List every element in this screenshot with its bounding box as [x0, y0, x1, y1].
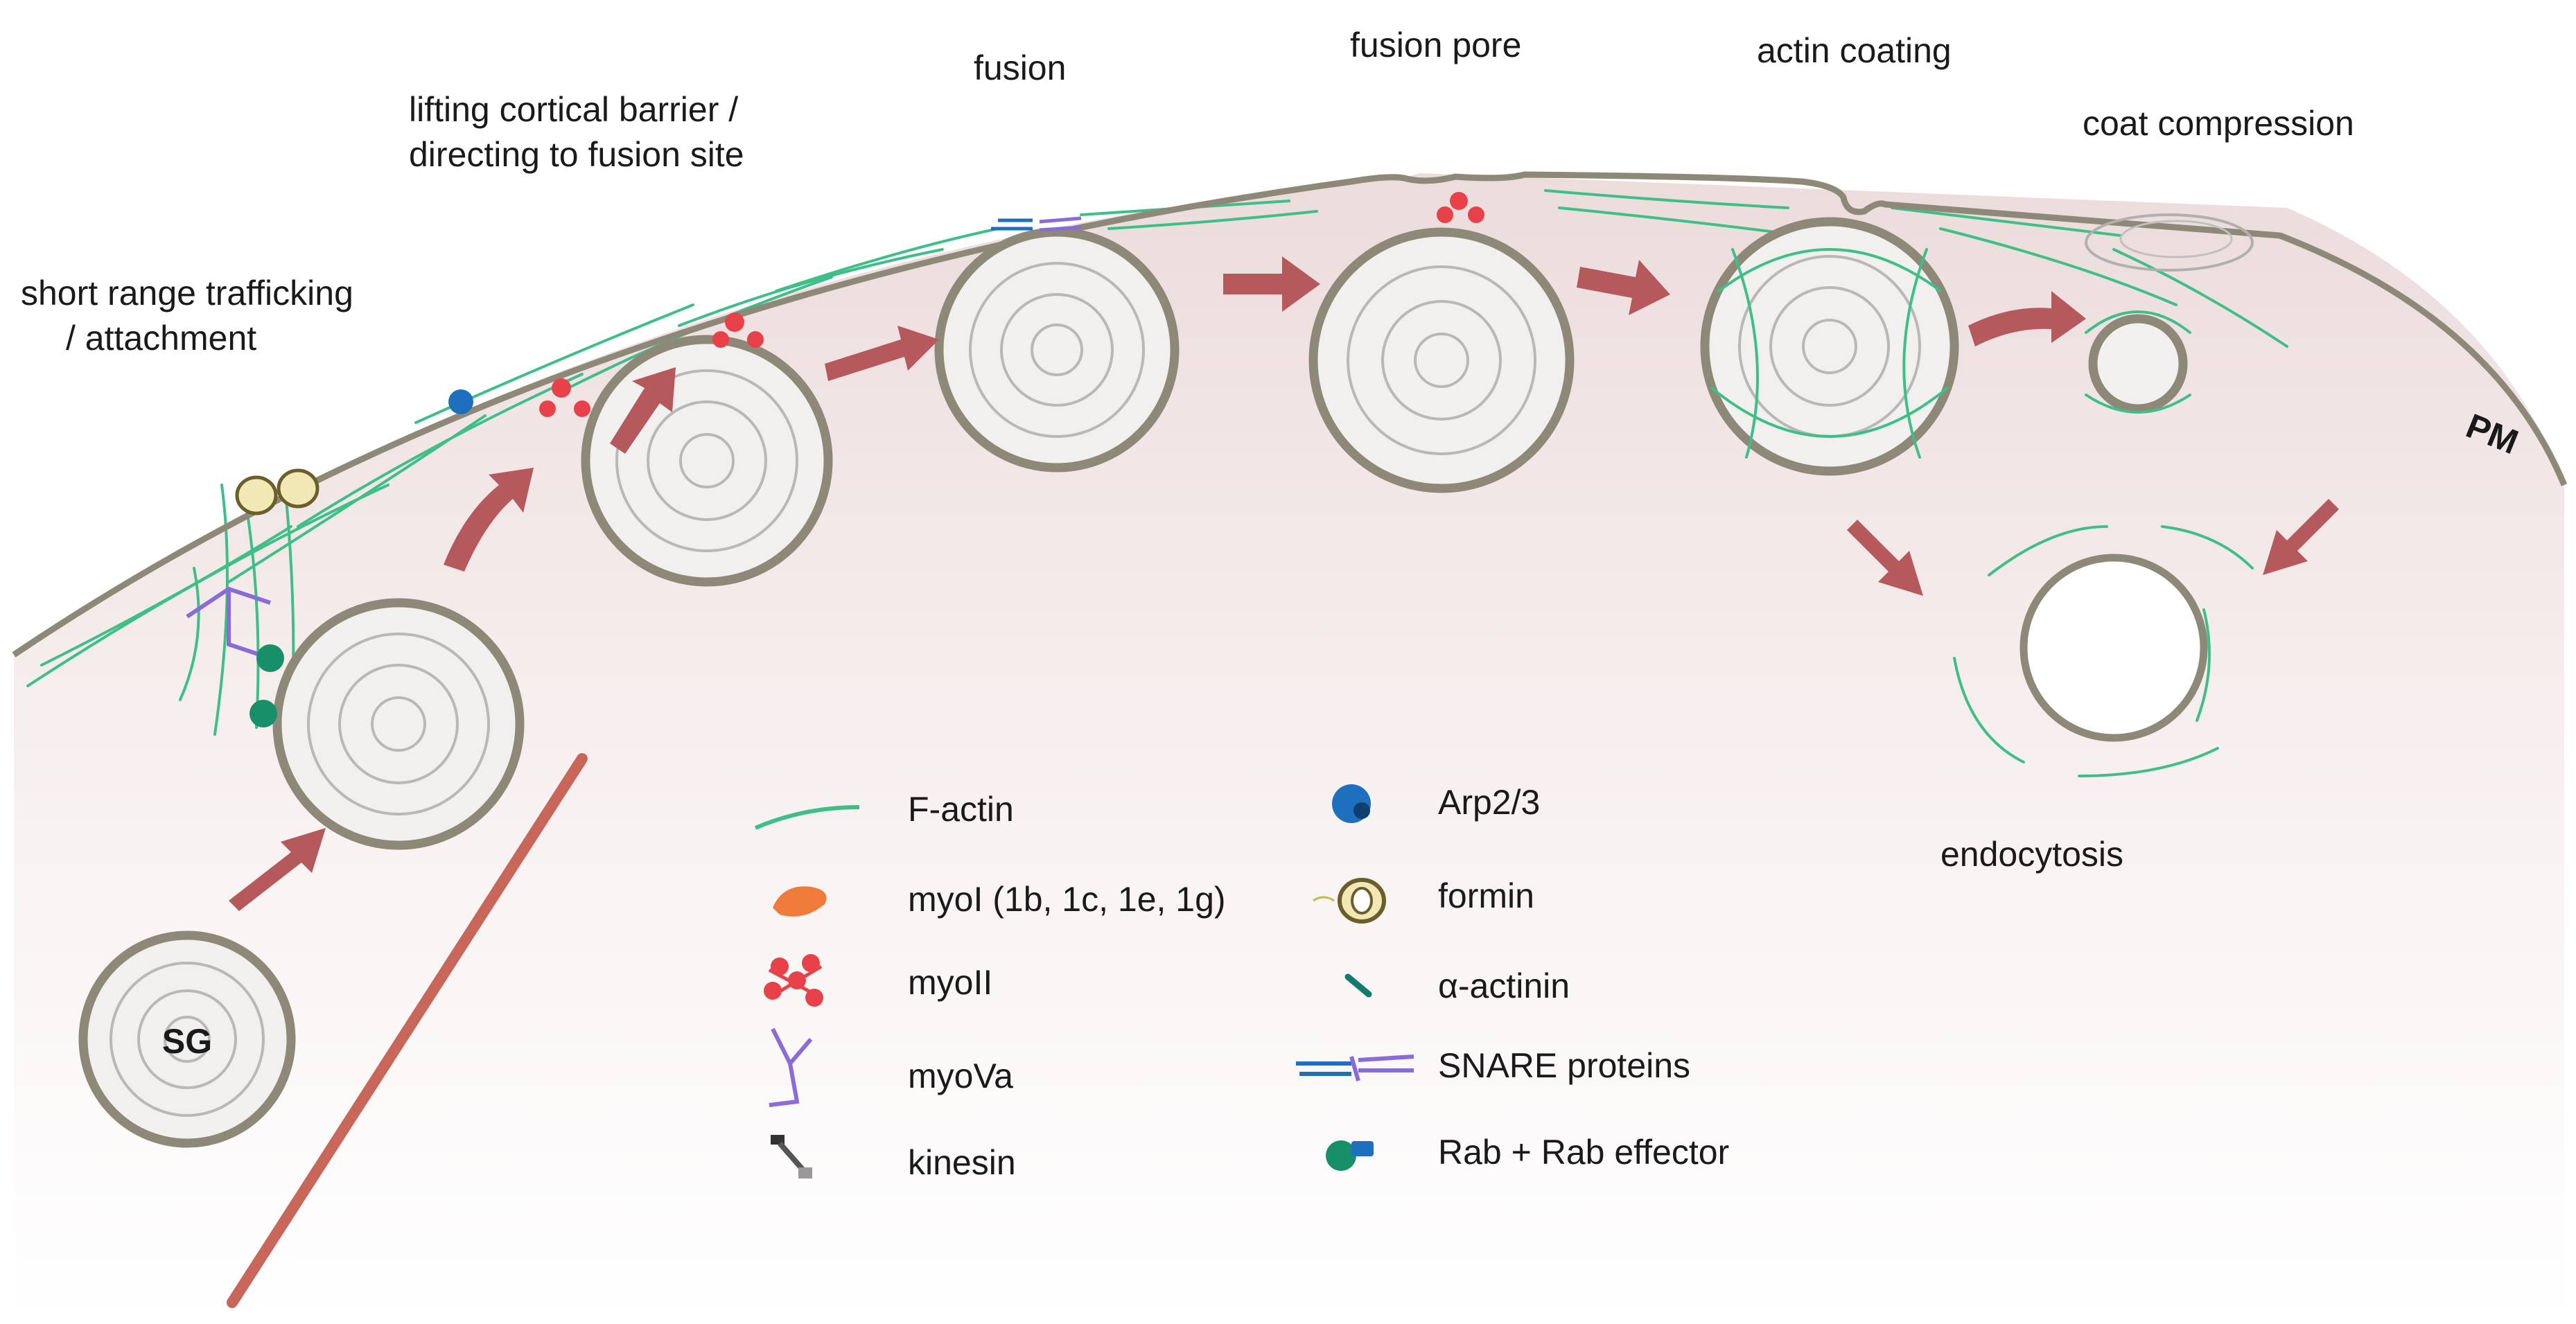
rab-icon	[1326, 1140, 1374, 1171]
stage-label-short-range-line2: / attachment	[66, 319, 256, 358]
legend-label-myoVa: myoVa	[908, 1057, 1013, 1095]
stage-label-endocytosis: endocytosis	[1940, 835, 2123, 874]
released-content-cloud	[2085, 213, 2254, 272]
stage-label-coat-compression: coat compression	[2083, 104, 2354, 143]
myoVa-cluster	[186, 586, 284, 727]
secretory-granule-3	[581, 335, 833, 587]
secretory-granule-6	[1700, 217, 1959, 476]
kinesin-icon	[771, 1135, 812, 1179]
secretory-granule-1	[78, 930, 296, 1148]
legend-label-myoI: myoI (1b, 1c, 1e, 1g)	[908, 880, 1226, 919]
formin-pair	[235, 468, 319, 515]
snare-icon	[1296, 1054, 1414, 1082]
myoII-at-fusion-pore	[1437, 192, 1484, 223]
myoI-icon	[773, 886, 827, 917]
formin-icon	[1313, 878, 1386, 924]
stage-arrows	[229, 256, 2339, 911]
legend-label-kinesin: kinesin	[908, 1143, 1016, 1182]
legend-label-f-actin: F-actin	[908, 790, 1014, 829]
legend-label-alpha-actinin: α-actinin	[1438, 966, 1570, 1005]
stage-label-short-range-line1: short range trafficking	[21, 274, 353, 312]
stage-label-lifting: lifting cortical barrier / directing to …	[409, 90, 748, 174]
arp23-icon-in-diagram	[448, 389, 473, 414]
legend: F-actin myoI (1b, 1c, 1e, 1g) myoII myoV…	[754, 783, 1729, 1182]
legend-label-formin: formin	[1438, 876, 1534, 915]
myoII-cluster-1	[539, 312, 764, 417]
alpha-actinin-icon	[1344, 973, 1372, 998]
stage-label-fusion-pore: fusion pore	[1350, 26, 1521, 64]
arp23-icon	[1332, 784, 1371, 823]
f-actin-icon	[754, 805, 860, 830]
stage-label-short-range: short range trafficking / attachment	[21, 274, 363, 358]
myoII-icon	[764, 954, 823, 1007]
legend-label-snare: SNARE proteins	[1438, 1046, 1690, 1085]
legend-label-myoII: myoII	[908, 963, 992, 1002]
stage-label-actin-coating: actin coating	[1757, 31, 1952, 70]
legend-label-arp23: Arp2/3	[1438, 783, 1540, 822]
secretory-granule-2	[272, 598, 525, 850]
sg-label: SG	[162, 1022, 212, 1061]
stage-label-fusion: fusion	[974, 48, 1066, 87]
secretory-granule-7	[2085, 310, 2191, 414]
snare-in-diagram	[991, 216, 1082, 232]
secretory-granule-4	[934, 227, 1180, 473]
microtubule	[227, 753, 588, 1308]
legend-label-rab: Rab + Rab effector	[1438, 1133, 1729, 1172]
myoVa-icon	[769, 1027, 813, 1107]
secretory-granule-5	[1308, 227, 1575, 493]
endocytic-vesicle	[1953, 525, 2254, 777]
